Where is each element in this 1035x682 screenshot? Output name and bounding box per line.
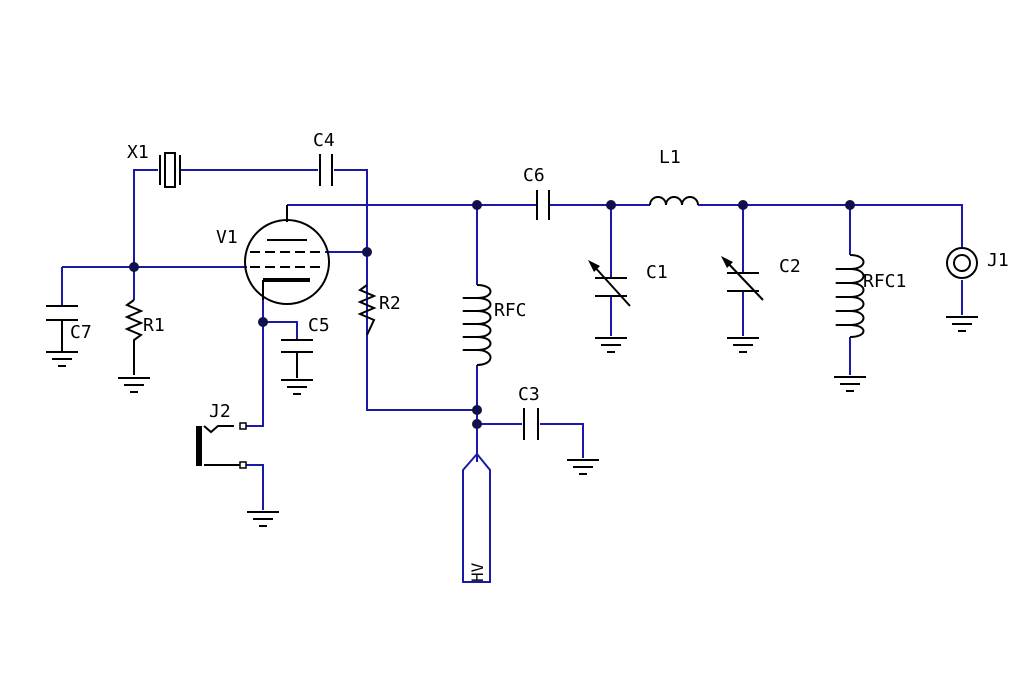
choke-rfc bbox=[462, 284, 492, 366]
choke-rfc1 bbox=[835, 254, 865, 338]
label-c3: C3 bbox=[518, 384, 540, 405]
variable-capacitor-c1 bbox=[588, 260, 631, 307]
label-r2: R2 bbox=[379, 293, 401, 314]
inductor-l1 bbox=[649, 196, 699, 206]
junction-dot bbox=[472, 405, 482, 415]
ground-symbols bbox=[46, 316, 978, 527]
capacitor-c4 bbox=[319, 154, 333, 186]
label-c1: C1 bbox=[646, 262, 668, 283]
capacitor-c7 bbox=[46, 305, 78, 352]
ground-icon bbox=[834, 376, 866, 392]
label-c6: C6 bbox=[523, 165, 545, 186]
junction-dot bbox=[738, 200, 748, 210]
capacitor-c3 bbox=[523, 408, 539, 440]
hv-terminal bbox=[462, 452, 491, 583]
resistor-r2 bbox=[357, 284, 377, 336]
label-j1: J1 bbox=[987, 250, 1009, 271]
crystal-x1 bbox=[159, 152, 181, 188]
label-rfc: RFC bbox=[494, 300, 527, 321]
ground-icon bbox=[118, 377, 150, 393]
junction-dot bbox=[129, 262, 139, 272]
ground-icon bbox=[46, 351, 78, 367]
junction-dot bbox=[606, 200, 616, 210]
junction-dots bbox=[129, 200, 855, 429]
label-c5: C5 bbox=[308, 315, 330, 336]
capacitor-c6 bbox=[536, 190, 550, 220]
vacuum-tube-v1 bbox=[244, 205, 330, 305]
label-j2: J2 bbox=[209, 401, 231, 422]
ground-icon bbox=[946, 316, 978, 332]
ground-icon bbox=[281, 379, 313, 395]
label-c7: C7 bbox=[70, 322, 92, 343]
label-x1: X1 bbox=[127, 142, 149, 163]
ground-icon bbox=[595, 337, 627, 353]
label-r1: R1 bbox=[143, 315, 165, 336]
junction-dot bbox=[472, 419, 482, 429]
wires bbox=[61, 169, 963, 510]
ground-icon bbox=[567, 459, 599, 475]
connector-j1 bbox=[946, 247, 978, 279]
capacitor-c5 bbox=[281, 339, 313, 378]
label-c4: C4 bbox=[313, 130, 335, 151]
ground-icon bbox=[247, 511, 279, 527]
jack-j2 bbox=[196, 422, 247, 469]
label-v1: V1 bbox=[216, 227, 238, 248]
ground-icon bbox=[727, 337, 759, 353]
junction-dot bbox=[258, 317, 268, 327]
label-c2: C2 bbox=[779, 256, 801, 277]
resistor-r1 bbox=[124, 299, 144, 375]
label-l1: L1 bbox=[659, 147, 681, 168]
label-hv: HV bbox=[468, 562, 487, 582]
variable-capacitor-c2 bbox=[721, 256, 764, 301]
junction-dot bbox=[845, 200, 855, 210]
junction-dot bbox=[472, 200, 482, 210]
junction-dot bbox=[362, 247, 372, 257]
label-rfc1: RFC1 bbox=[863, 271, 906, 292]
